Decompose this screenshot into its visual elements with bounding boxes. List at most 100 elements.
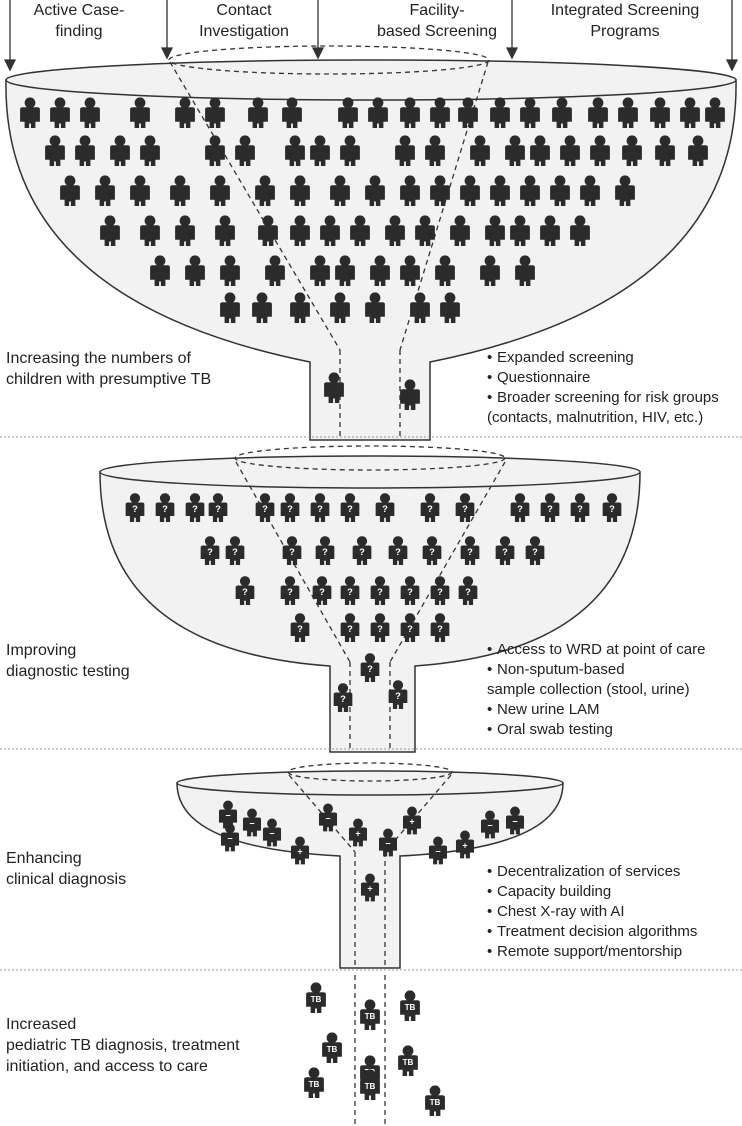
person-question-icon: ? <box>525 536 545 565</box>
person-minus-icon: − <box>242 808 262 837</box>
stage-1-bullet: •Broader screening for risk groups (cont… <box>487 389 719 426</box>
person-question-icon: ? <box>495 536 515 565</box>
person-minus-icon: − <box>220 823 240 852</box>
svg-text:?: ? <box>517 504 523 514</box>
person-question-icon: ? <box>312 576 332 605</box>
person-question-icon: ? <box>235 576 255 605</box>
arrow-5-head <box>725 59 739 72</box>
stage-1-label: Increasing the numbers of children with … <box>6 350 212 388</box>
svg-text:TB: TB <box>403 1058 414 1067</box>
svg-text:?: ? <box>609 504 615 514</box>
label-active-case-finding: Active Case- finding <box>33 2 125 40</box>
svg-text:?: ? <box>319 587 325 597</box>
person-question-icon: ? <box>430 613 450 642</box>
svg-text:+: + <box>462 841 467 851</box>
stage-3-bullets: •Decentralization of services •Capacity … <box>487 862 697 962</box>
person-plus-icon: + <box>402 806 422 835</box>
svg-text:−: − <box>269 829 274 839</box>
svg-text:?: ? <box>467 547 473 557</box>
person-question-icon: ? <box>400 576 420 605</box>
person-minus-icon: − <box>378 828 398 857</box>
stage-2-bullets: •Access to WRD at point of care •Non-spu… <box>487 640 705 740</box>
funnel-1 <box>5 45 737 441</box>
person-question-icon: ? <box>602 493 622 522</box>
svg-text:?: ? <box>577 504 583 514</box>
svg-text:?: ? <box>322 547 328 557</box>
svg-text:?: ? <box>382 504 388 514</box>
person-question-icon: ? <box>360 653 380 682</box>
stage-2-bullet: •Access to WRD at point of care <box>487 641 706 658</box>
person-question-icon: ? <box>388 680 408 709</box>
person-question-icon: ? <box>388 536 408 565</box>
people-icons: ????????????????????????????????????????… <box>20 97 725 1116</box>
stage-1-bullet: •Expanded screening <box>487 349 634 366</box>
svg-text:TB: TB <box>327 1045 338 1054</box>
person-question-icon: ? <box>400 613 420 642</box>
svg-text:+: + <box>355 829 360 839</box>
svg-text:?: ? <box>215 504 221 514</box>
svg-text:−: − <box>512 817 517 827</box>
svg-text:?: ? <box>427 504 433 514</box>
person-plus-icon: + <box>455 830 475 859</box>
person-question-icon: ? <box>540 493 560 522</box>
person-question-icon: ? <box>185 493 205 522</box>
top-arrows <box>3 0 739 72</box>
stage-1-bullets: •Expanded screening •Questionnaire •Broa… <box>487 348 719 428</box>
person-question-icon: ? <box>430 576 450 605</box>
person-question-icon: ? <box>310 493 330 522</box>
stage-3-bullet: •Remote support/mentorship <box>487 943 683 960</box>
svg-text:?: ? <box>242 587 248 597</box>
person-minus-icon: − <box>262 818 282 847</box>
svg-text:?: ? <box>502 547 508 557</box>
person-question-icon: ? <box>455 493 475 522</box>
person-question-icon: ? <box>315 536 335 565</box>
label-contact-investigation: Contact Investigation <box>199 2 289 40</box>
person-plus-icon: + <box>348 818 368 847</box>
svg-text:?: ? <box>547 504 553 514</box>
person-question-icon: ? <box>282 536 302 565</box>
stage-1-bullet: •Questionnaire <box>487 369 591 386</box>
person-tb-icon: TB <box>360 1069 380 1100</box>
person-question-icon: ? <box>420 493 440 522</box>
person-question-icon: ? <box>280 576 300 605</box>
stage-2-bullet: •Non-sputum-based sample collection (sto… <box>487 661 690 698</box>
svg-text:?: ? <box>162 504 168 514</box>
stage-4-label: Increased pediatric TB diagnosis, treatm… <box>6 1016 240 1075</box>
svg-text:?: ? <box>377 587 383 597</box>
svg-text:?: ? <box>465 587 471 597</box>
person-tb-icon: TB <box>398 1045 418 1076</box>
svg-text:+: + <box>367 884 372 894</box>
funnel-3-rim <box>176 770 564 796</box>
person-question-icon: ? <box>333 683 353 712</box>
person-question-icon: ? <box>125 493 145 522</box>
svg-text:?: ? <box>340 694 346 704</box>
svg-text:−: − <box>249 819 254 829</box>
stage-3-bullet: •Chest X-ray with AI <box>487 903 625 920</box>
label-facility-based-screening: Facility- based Screening <box>376 2 498 40</box>
svg-text:−: − <box>225 811 230 821</box>
person-question-icon: ? <box>155 493 175 522</box>
svg-text:−: − <box>435 847 440 857</box>
person-question-icon: ? <box>290 613 310 642</box>
person-question-icon: ? <box>340 613 360 642</box>
svg-text:?: ? <box>287 504 293 514</box>
person-question-icon: ? <box>422 536 442 565</box>
person-plus-icon: + <box>360 873 380 902</box>
svg-text:?: ? <box>367 664 373 674</box>
svg-text:?: ? <box>262 504 268 514</box>
svg-text:?: ? <box>395 547 401 557</box>
person-tb-icon: TB <box>425 1085 445 1116</box>
svg-text:?: ? <box>377 624 383 634</box>
stage-3-bullet: •Capacity building <box>487 883 612 900</box>
svg-text:?: ? <box>347 587 353 597</box>
person-question-icon: ? <box>340 576 360 605</box>
label-integrated-screening-programs: Integrated Screening Programs <box>550 2 700 40</box>
person-minus-icon: − <box>218 800 238 829</box>
person-question-icon: ? <box>280 493 300 522</box>
stage-2-bullet: •Oral swab testing <box>487 721 613 738</box>
svg-text:?: ? <box>207 547 213 557</box>
arrow-3-head <box>311 47 325 60</box>
stage-3-bullet: •Treatment decision algorithms <box>487 923 698 940</box>
svg-text:+: + <box>297 847 302 857</box>
